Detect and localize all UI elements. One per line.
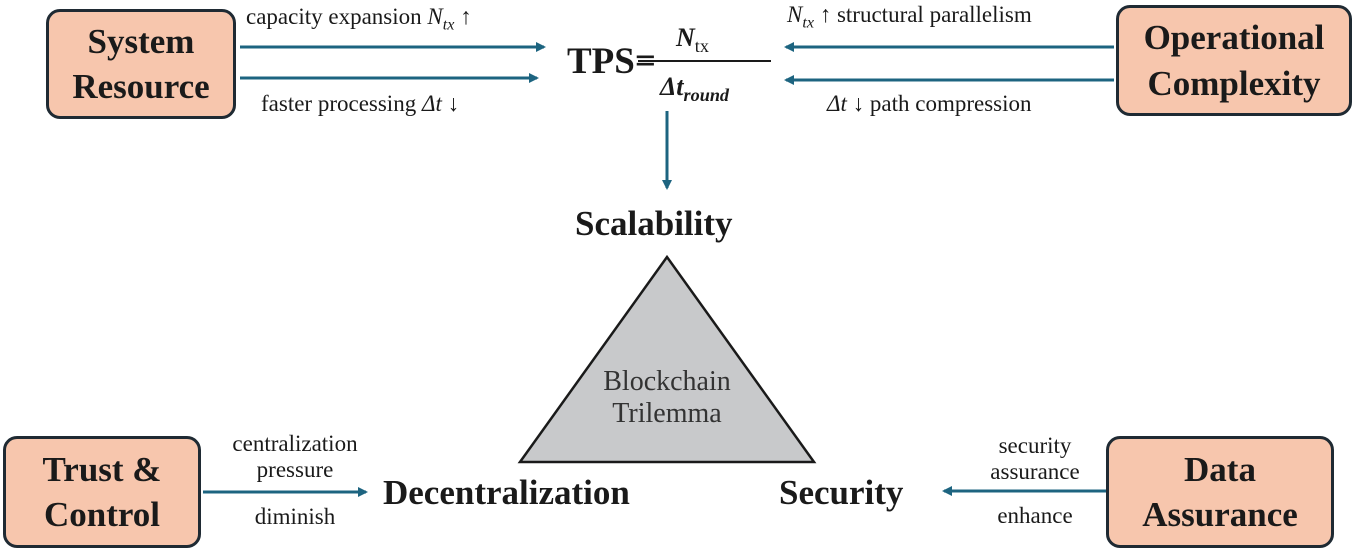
label-var: N: [787, 2, 803, 27]
scalability-node: Scalability: [575, 204, 733, 243]
box-line: Assurance: [1142, 495, 1298, 534]
numerator-var: N: [676, 23, 695, 52]
box-line: Operational: [1143, 18, 1325, 57]
faster-processing-label: faster processing Δt ↓: [261, 91, 459, 117]
label-var: Δt: [827, 91, 847, 116]
denominator-sub: round: [683, 85, 730, 106]
trilemma-line: Blockchain: [603, 366, 731, 397]
diminish-label: diminish: [254, 504, 336, 529]
down-arrow-icon: ↓: [447, 91, 460, 116]
box-line: Trust &: [42, 449, 162, 489]
down-arrow-icon: ↓: [852, 91, 865, 116]
label-line: security: [998, 433, 1072, 458]
label-line: assurance: [990, 459, 1080, 485]
formula-denominator: Δtround: [660, 72, 729, 106]
trilemma-line: Trilemma: [612, 398, 722, 430]
label-var: N: [427, 4, 443, 29]
box-line: Resource: [72, 67, 210, 106]
security-assurance-label: security assurance: [960, 433, 1110, 486]
trust-control-box: Trust & Control: [3, 436, 201, 548]
label-var: Δt: [421, 91, 442, 116]
trilemma-label: Blockchain Trilemma: [572, 366, 762, 430]
denominator-var: Δt: [660, 72, 684, 101]
label-sub: tx: [802, 14, 814, 32]
box-line: Data: [1184, 449, 1256, 489]
box-line: Complexity: [1147, 63, 1321, 103]
label-text: faster processing: [261, 91, 417, 116]
box-line: System: [87, 21, 195, 61]
structural-parallelism-label: Ntx ↑ structural parallelism: [787, 2, 1032, 33]
up-arrow-icon: ↑: [819, 2, 832, 27]
security-node: Security: [779, 473, 904, 512]
up-arrow-icon: ↑: [460, 4, 472, 29]
box-line: Control: [43, 495, 161, 534]
label-text: path compression: [869, 91, 1032, 116]
trilemma-triangle: [517, 254, 817, 464]
label-text: capacity expansion: [246, 4, 422, 29]
label-line: centralization: [232, 431, 358, 456]
formula-lhs: TPS=: [567, 41, 656, 82]
formula-numerator: Ntx: [676, 23, 709, 57]
numerator-sub: tx: [694, 36, 709, 57]
enhance-label: enhance: [997, 503, 1073, 528]
label-sub: tx: [442, 16, 455, 34]
capacity-expansion-label: capacity expansion Ntx ↑: [246, 4, 472, 35]
label-line: pressure: [256, 457, 334, 483]
decentralization-node: Decentralization: [383, 473, 630, 512]
path-compression-label: Δt ↓ path compression: [827, 91, 1032, 117]
label-text: structural parallelism: [836, 2, 1032, 27]
centralization-pressure-label: centralization pressure: [203, 431, 387, 484]
